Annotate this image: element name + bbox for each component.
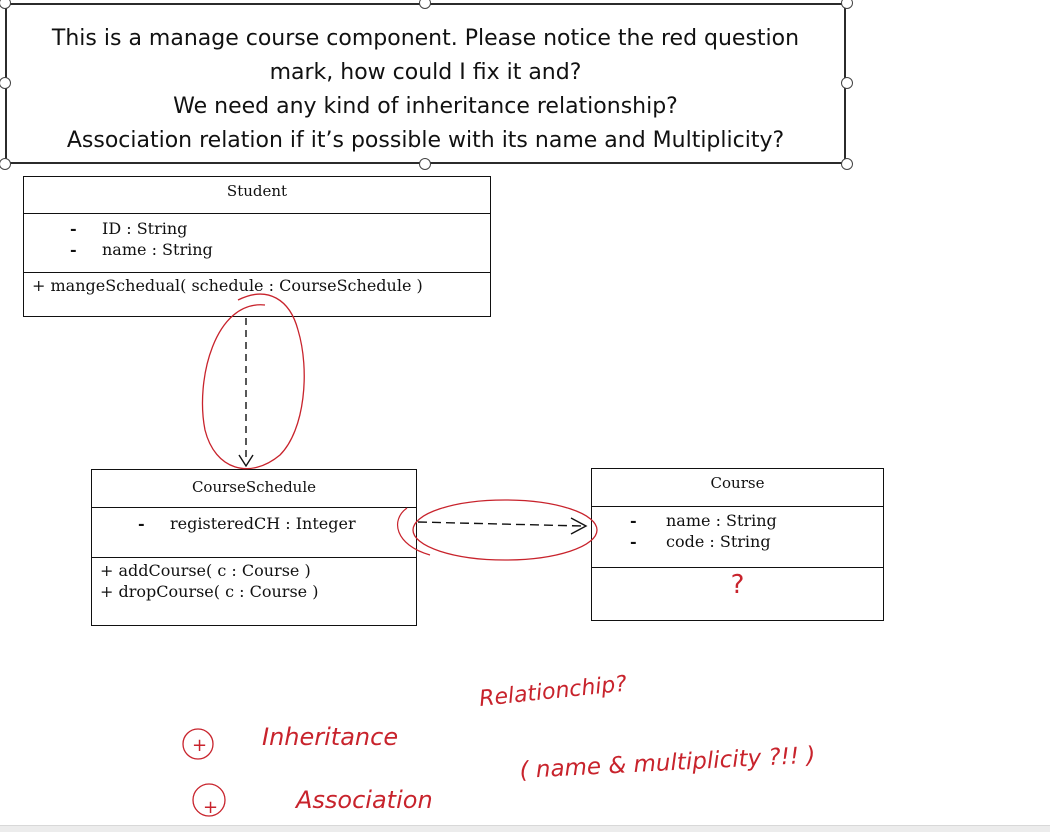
handwritten-item-2-detail: ( name & multiplicity ?!! ) <box>519 743 816 784</box>
handwritten-item-1: Inheritance <box>262 723 398 751</box>
class-course-schedule-operations: + addCourse( c : Course ) + dropCourse( … <box>92 558 416 602</box>
class-student-operations: + mangeSchedual( schedule : CourseSchedu… <box>24 273 490 296</box>
class-course-schedule-attributes: - registeredCH : Integer <box>92 508 416 558</box>
class-course-schedule: CourseSchedule - registeredCH : Integer … <box>91 469 417 626</box>
question-note: This is a manage course component. Pleas… <box>5 3 846 164</box>
resize-handle-bottom[interactable] <box>419 158 431 170</box>
attribute-text: code : String <box>666 532 771 551</box>
visibility-marker: - <box>70 240 77 259</box>
attribute-row: - name : String <box>24 239 490 260</box>
note-line-1: This is a manage course component. Pleas… <box>51 26 800 51</box>
resize-handle-right[interactable] <box>841 77 853 89</box>
resize-handle-bottom-right[interactable] <box>841 158 853 170</box>
resize-handle-top-right[interactable] <box>841 0 853 9</box>
red-question-mark: ? <box>730 570 745 600</box>
class-student-attributes: - ID : String - name : String <box>24 214 490 273</box>
note-line-3: We need any kind of inheritance relation… <box>173 94 678 119</box>
note-line-2: mark, how could I fix it and? <box>269 60 582 85</box>
attribute-text: name : String <box>666 511 777 530</box>
operation-row: + dropCourse( c : Course ) <box>100 582 319 601</box>
note-line-4: Association relation if it’s possible wi… <box>66 128 785 153</box>
bullet-circle-1 <box>182 728 214 760</box>
class-student-name: Student <box>24 177 490 214</box>
bullet-marker-2: + <box>203 797 218 818</box>
bottom-scroll-edge <box>0 825 1050 832</box>
resize-handle-bottom-left[interactable] <box>0 158 11 170</box>
visibility-marker: - <box>630 532 637 551</box>
operation-row: + mangeSchedual( schedule : CourseSchedu… <box>32 276 423 295</box>
attribute-row: - code : String <box>592 531 883 552</box>
resize-handle-top-left[interactable] <box>0 0 11 9</box>
handwritten-item-2: Association <box>294 786 433 814</box>
bullet-circle-2 <box>192 783 226 817</box>
operation-row: + addCourse( c : Course ) <box>100 561 311 580</box>
class-course: Course - name : String - code : String ? <box>591 468 884 621</box>
annotation-circle-association <box>412 499 598 561</box>
class-student: Student - ID : String - name : String + … <box>23 176 491 317</box>
dependency-arrowhead <box>238 454 254 468</box>
attribute-text: ID : String <box>102 219 188 238</box>
class-course-name: Course <box>592 469 883 507</box>
visibility-marker: - <box>70 219 77 238</box>
attribute-row: - name : String <box>592 510 883 531</box>
visibility-marker: - <box>630 511 637 530</box>
class-course-attributes: - name : String - code : String <box>592 507 883 568</box>
class-course-operations: ? <box>592 568 883 600</box>
handwritten-heading: Relationchip? <box>478 672 628 712</box>
annotation-circle-dependency <box>201 293 305 470</box>
attribute-row: - ID : String <box>24 218 490 239</box>
class-course-schedule-name: CourseSchedule <box>92 470 416 508</box>
resize-handle-top[interactable] <box>419 0 431 9</box>
resize-handle-left[interactable] <box>0 77 11 89</box>
attribute-text: registeredCH : Integer <box>170 514 356 533</box>
dependency-arrowhead <box>570 517 588 535</box>
attribute-row: - registeredCH : Integer <box>92 513 416 534</box>
dependency-line-schedule-course <box>417 521 583 527</box>
bullet-marker-1: + <box>192 735 207 756</box>
visibility-marker: - <box>138 514 145 533</box>
attribute-text: name : String <box>102 240 213 259</box>
